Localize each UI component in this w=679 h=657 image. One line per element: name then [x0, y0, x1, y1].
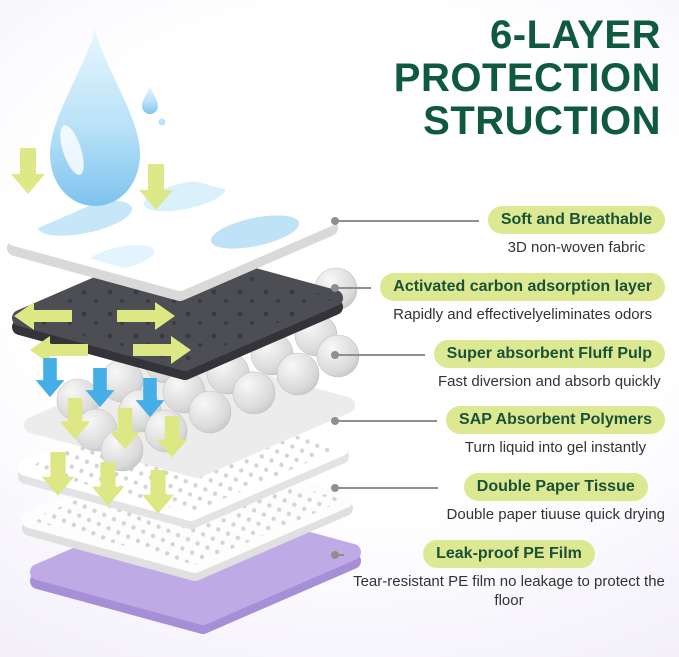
connector-line — [331, 283, 372, 292]
connector-line — [331, 550, 344, 559]
layer-description: Rapidly and effectivelyeliminates odors — [393, 305, 653, 323]
layer-description: Tear-resistant PE film no leakage to pro… — [353, 572, 665, 609]
connector-dot — [331, 484, 339, 492]
layer-label-item-sap-polymers: SAP Absorbent Polymers Turn liquid into … — [331, 406, 665, 458]
title-line-3: STRUCTION — [423, 98, 661, 143]
layer-description: 3D non-woven fabric — [507, 239, 646, 256]
connector-line — [331, 484, 438, 492]
carbon-layer — [12, 245, 343, 380]
connector-line — [331, 417, 438, 426]
layer-label-item-paper-tissue: Double Paper Tissue Double paper tiuuse … — [331, 473, 665, 525]
layer-label-pill: Double Paper Tissue — [463, 473, 648, 501]
layer-label-pill: SAP Absorbent Polymers — [446, 406, 665, 435]
title-line-2: PROTECTION — [393, 55, 661, 100]
connector-line — [331, 350, 425, 359]
page-title: 6-LAYER PROTECTION STRUCTION — [394, 14, 661, 142]
water-drop-icon — [50, 28, 166, 206]
connector-dot — [331, 283, 339, 292]
layer-label-item-activated-carbon: Activated carbon adsorption layer Rapidl… — [331, 272, 665, 325]
layer-label-item-pe-film: Leak-proof PE Film Tear-resistant PE fil… — [331, 539, 665, 611]
layer-label-pill: Soft and Breathable — [487, 206, 665, 234]
connector-line — [331, 217, 479, 225]
down-arrow-icon — [59, 398, 188, 458]
layer-diagram-illustration — [7, 28, 361, 634]
layer-description: Turn liquid into gel instantly — [464, 439, 647, 457]
connector-dot — [331, 417, 339, 426]
layer-label-item-fluff-pulp: Super absorbent Fluff Pulp Fast diversio… — [331, 339, 665, 392]
connector-dot — [331, 217, 339, 225]
layer-description: Double paper tiuuse quick drying — [446, 506, 665, 523]
horizontal-arrow-icon — [14, 302, 191, 364]
layer-description: Fast diversion and absorb quickly — [438, 372, 661, 390]
layer-label-pill: Activated carbon adsorption layer — [380, 272, 665, 301]
connector-dot — [331, 350, 339, 359]
title-line-1: 6-LAYER — [490, 13, 661, 57]
layer-label-pill: Super absorbent Fluff Pulp — [433, 339, 665, 368]
cloud-pattern — [37, 180, 300, 271]
layer-label-list: Soft and Breathable 3D non-woven fabric … — [331, 206, 665, 611]
top-sheet-layer — [7, 165, 338, 301]
down-arrow-blue-icon — [35, 358, 165, 418]
layer-label-pill: Leak-proof PE Film — [423, 539, 595, 568]
connector-dot — [331, 550, 339, 559]
layer-label-item-soft-breathable: Soft and Breathable 3D non-woven fabric — [331, 206, 665, 258]
down-arrow-icon — [41, 452, 175, 514]
